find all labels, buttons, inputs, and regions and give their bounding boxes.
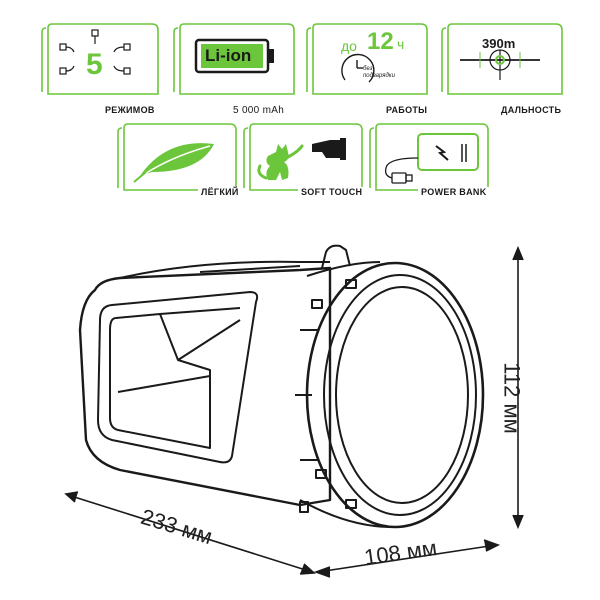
feature-range: 390m ДАЛЬНОСТЬ [440, 22, 565, 115]
battery-label: 5 000 mAh [230, 105, 288, 116]
runtime-prefix: до [341, 38, 357, 54]
battery-value: Li-ion [205, 46, 252, 65]
height-dimension: 112 мм [499, 362, 525, 434]
power-bank-icon [369, 123, 489, 191]
range-label: ДАЛЬНОСТЬ [498, 105, 565, 115]
light-label: ЛЁГКИЙ [198, 187, 242, 197]
cat-hand-icon [243, 123, 363, 191]
clock-icon [306, 23, 428, 95]
runtime-value: 12 [367, 28, 394, 55]
modes-value: 5 [86, 48, 103, 81]
runtime-label: РАБОТЫ [383, 105, 431, 115]
feature-soft-touch: SOFT TOUCH [242, 122, 366, 198]
feature-battery: Li-ion 5 000 mAh [172, 22, 297, 116]
feature-power-bank: POWER BANK [368, 122, 490, 198]
runtime-sublabel: без подзарядки [363, 66, 395, 79]
soft-touch-label: SOFT TOUCH [298, 187, 366, 197]
feature-modes: 5 РЕЖИМОВ [40, 22, 160, 115]
range-value: 390m [482, 36, 516, 51]
feature-runtime: до 12 ч без подзарядки РАБОТЫ [305, 22, 431, 115]
crosshair-icon [441, 23, 563, 95]
power-bank-label: POWER BANK [418, 187, 490, 197]
modes-label: РЕЖИМОВ [102, 105, 158, 115]
modes-icon [41, 23, 159, 95]
battery-icon [173, 23, 295, 95]
feature-light: ЛЁГКИЙ [116, 122, 242, 198]
runtime-unit: ч [397, 36, 405, 52]
